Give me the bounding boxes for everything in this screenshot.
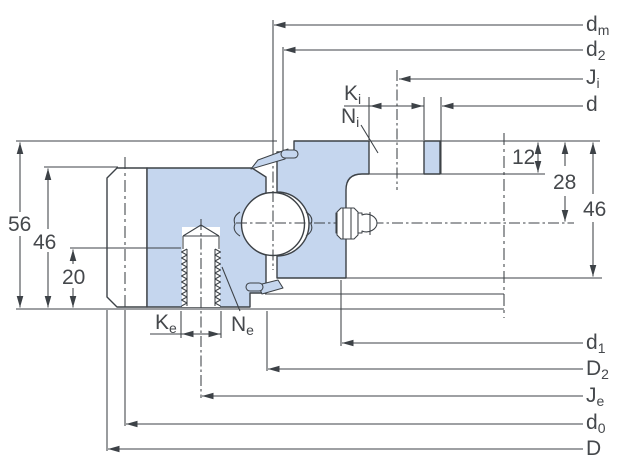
label-Ke: Ke bbox=[155, 311, 177, 336]
raceway-cusp-left bbox=[233, 211, 241, 237]
top-seal-lip bbox=[250, 148, 289, 170]
grease-nipple-hex bbox=[336, 207, 359, 240]
label-Je: Je bbox=[586, 384, 605, 409]
label-Ne: Ne bbox=[231, 313, 254, 338]
label-D2: D2 bbox=[586, 357, 609, 382]
inner-ring-section bbox=[276, 140, 370, 279]
label-Ji: Ji bbox=[586, 66, 600, 91]
label-d0: d0 bbox=[586, 411, 606, 436]
ne-leader-line bbox=[221, 266, 241, 312]
value-center-height: 28 bbox=[553, 171, 576, 194]
label-Ki: Ki bbox=[344, 82, 361, 107]
outer-ring-od-band bbox=[106, 167, 148, 308]
bottom-seal-lip bbox=[257, 279, 284, 295]
label-dm: dm bbox=[586, 13, 609, 38]
inner-ring-flange-strip bbox=[423, 140, 441, 175]
thread-right-zigzag bbox=[214, 248, 222, 307]
grease-nipple bbox=[335, 207, 378, 240]
label-Ni: Ni bbox=[341, 105, 359, 130]
value-outer-ring-height: 46 bbox=[33, 231, 56, 254]
thread-left-zigzag bbox=[180, 248, 188, 307]
grease-nipple-head bbox=[357, 212, 378, 234]
raceway-cusp-right bbox=[305, 211, 313, 237]
bottom-seal-capsule bbox=[245, 282, 264, 292]
label-d: d bbox=[586, 93, 598, 116]
top-seal-capsule bbox=[280, 149, 299, 159]
value-thread-depth: 20 bbox=[62, 266, 85, 289]
value-total-height: 56 bbox=[8, 213, 31, 236]
label-d1: d1 bbox=[586, 331, 606, 356]
label-D: D bbox=[586, 437, 601, 460]
label-d2: d2 bbox=[586, 38, 606, 63]
value-flange-thickness: 12 bbox=[512, 146, 535, 169]
value-inner-ring-height: 46 bbox=[583, 198, 606, 221]
